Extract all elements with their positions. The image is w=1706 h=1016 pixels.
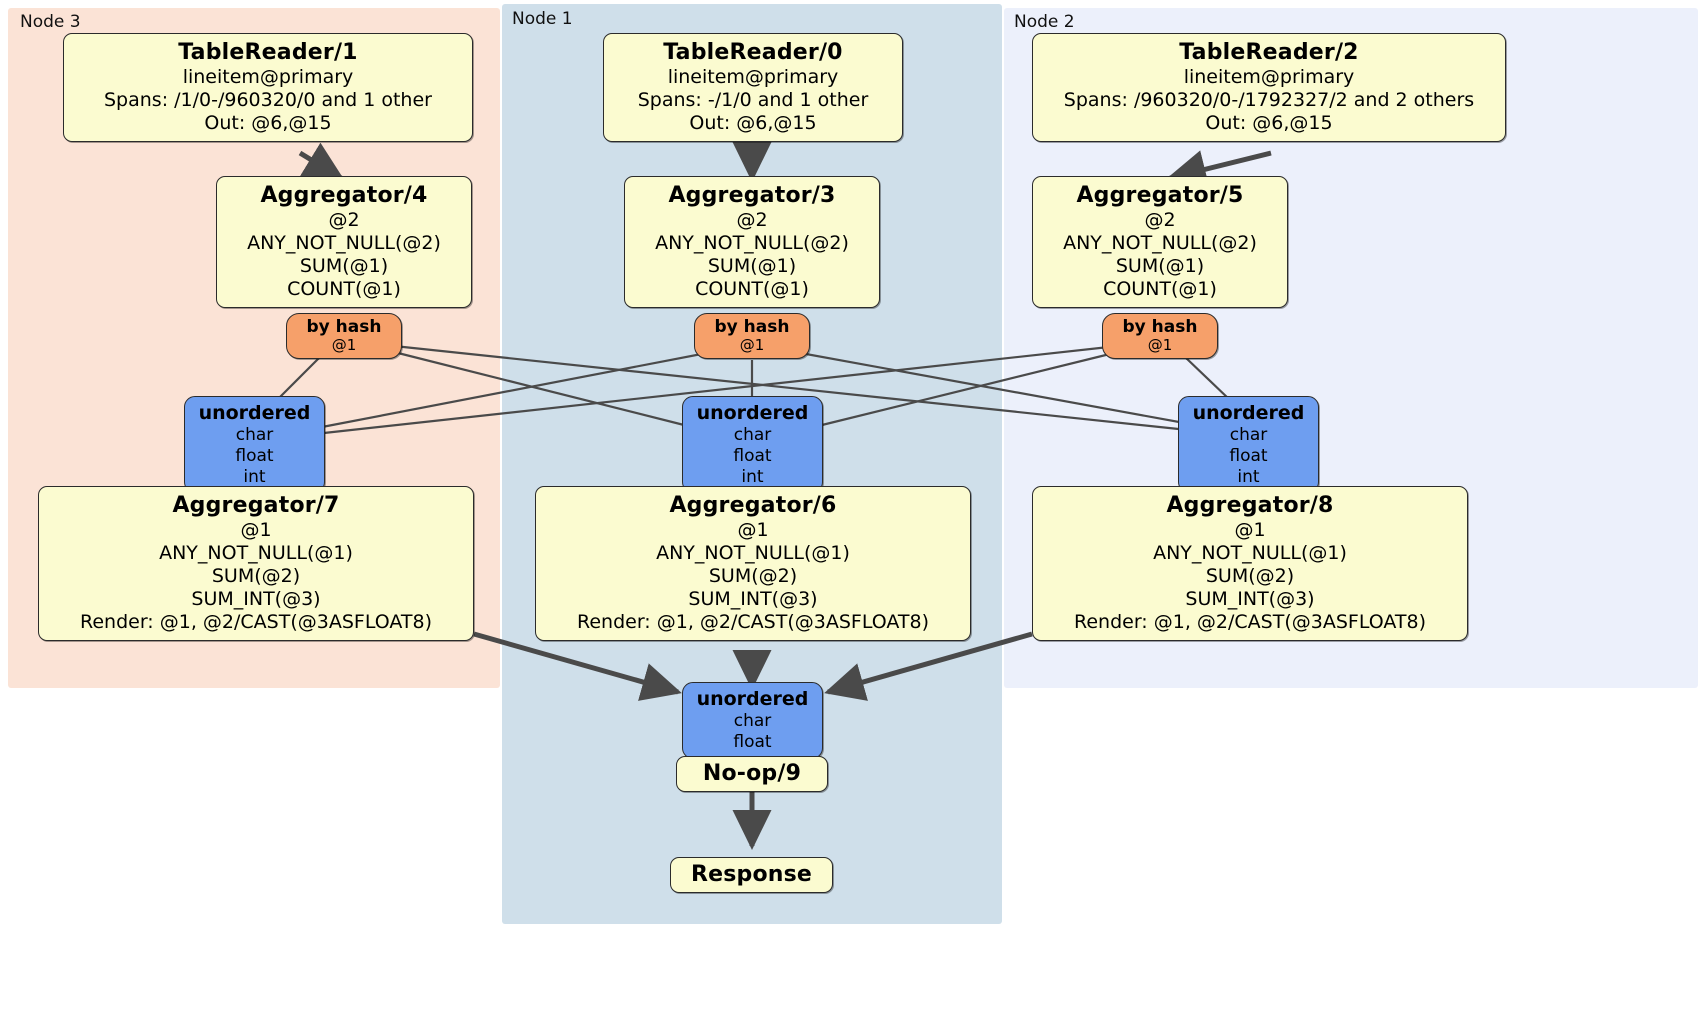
node-line: Spans: /1/0-/960320/0 and 1 other [104,89,432,112]
sync-unordered-mid[interactable]: unordered char float int [682,396,823,494]
sync-title: unordered [696,402,809,424]
node-line: SUM(@1) [1115,255,1205,278]
node-line: SUM_INT(@3) [191,588,321,611]
node-line: SUM(@1) [707,255,797,278]
node-title: Aggregator/6 [669,493,837,518]
node-line: Out: @6,@15 [1205,112,1333,135]
node-line: ANY_NOT_NULL(@2) [655,232,849,255]
node-line: lineitem@primary [182,66,354,89]
sync-line: float [235,445,274,466]
router-title: by hash [714,317,790,337]
node-response[interactable]: Response [670,857,833,894]
node-title: TableReader/0 [663,40,843,65]
node-title: Aggregator/4 [260,183,428,208]
router-title: by hash [306,317,382,337]
node-line: @2 [1144,209,1176,232]
router-title: by hash [1122,317,1198,337]
node-aggregator-8[interactable]: Aggregator/8 @1 ANY_NOT_NULL(@1) SUM(@2)… [1032,486,1468,642]
node-line: @2 [736,209,768,232]
sync-line: int [243,466,266,487]
node-line: SUM(@2) [211,565,301,588]
sync-line: float [733,445,772,466]
node-line: @1 [1234,519,1266,542]
node-line: Spans: -/1/0 and 1 other [637,89,869,112]
node-title: Aggregator/5 [1076,183,1244,208]
node-line: ANY_NOT_NULL(@1) [159,542,353,565]
node-line: ANY_NOT_NULL(@1) [1153,542,1347,565]
node-line: @1 [240,519,272,542]
sync-unordered-final[interactable]: unordered char float [682,682,823,759]
node-line: Out: @6,@15 [204,112,332,135]
router-line: @1 [1147,336,1173,355]
node-title: No-op/9 [702,761,802,786]
node-line: SUM_INT(@3) [688,588,818,611]
node-tablereader-2[interactable]: TableReader/2 lineitem@primary Spans: /9… [1032,33,1506,143]
node-line: ANY_NOT_NULL(@2) [1063,232,1257,255]
node-line: Render: @1, @2/CAST(@3ASFLOAT8) [80,611,432,634]
node-line: @1 [737,519,769,542]
node-line: Out: @6,@15 [689,112,817,135]
node-title: Aggregator/8 [1166,493,1334,518]
node-line: SUM(@2) [708,565,798,588]
sync-title: unordered [198,402,311,424]
sync-line: float [733,731,772,752]
node-line: SUM_INT(@3) [1185,588,1315,611]
node-line: Spans: /960320/0-/1792327/2 and 2 others [1063,89,1475,112]
router-by-hash-left[interactable]: by hash @1 [286,313,402,359]
node-line: Render: @1, @2/CAST(@3ASFLOAT8) [1074,611,1426,634]
panel-label-node-3: Node 3 [20,12,81,32]
node-line: COUNT(@1) [287,278,401,301]
node-line: ANY_NOT_NULL(@1) [656,542,850,565]
router-line: @1 [739,336,765,355]
panel-label-node-1: Node 1 [512,9,573,29]
sync-line: int [1237,466,1260,487]
router-line: @1 [331,336,357,355]
node-line: lineitem@primary [1183,66,1355,89]
node-line: COUNT(@1) [1103,278,1217,301]
router-by-hash-right[interactable]: by hash @1 [1102,313,1218,359]
node-title: TableReader/1 [178,40,358,65]
node-line: COUNT(@1) [695,278,809,301]
node-title: Response [690,862,813,887]
node-aggregator-6[interactable]: Aggregator/6 @1 ANY_NOT_NULL(@1) SUM(@2)… [535,486,971,642]
panel-label-node-2: Node 2 [1014,12,1075,32]
node-aggregator-5[interactable]: Aggregator/5 @2 ANY_NOT_NULL(@2) SUM(@1)… [1032,176,1288,309]
node-line: @2 [328,209,360,232]
node-line: SUM(@2) [1205,565,1295,588]
sync-line: int [741,466,764,487]
node-title: Aggregator/3 [668,183,836,208]
node-aggregator-3[interactable]: Aggregator/3 @2 ANY_NOT_NULL(@2) SUM(@1)… [624,176,880,309]
node-line: ANY_NOT_NULL(@2) [247,232,441,255]
sync-title: unordered [696,688,809,710]
sync-line: char [733,711,772,732]
sync-unordered-left[interactable]: unordered char float int [184,396,325,494]
node-tablereader-1[interactable]: TableReader/1 lineitem@primary Spans: /1… [63,33,473,143]
node-aggregator-4[interactable]: Aggregator/4 @2 ANY_NOT_NULL(@2) SUM(@1)… [216,176,472,309]
router-by-hash-mid[interactable]: by hash @1 [694,313,810,359]
sync-line: char [235,425,274,446]
node-line: SUM(@1) [299,255,389,278]
node-title: TableReader/2 [1179,40,1359,65]
sync-line: char [733,425,772,446]
sync-unordered-right[interactable]: unordered char float int [1178,396,1319,494]
node-line: Render: @1, @2/CAST(@3ASFLOAT8) [577,611,929,634]
node-noop-9[interactable]: No-op/9 [676,756,828,793]
node-title: Aggregator/7 [172,493,340,518]
sync-title: unordered [1192,402,1305,424]
node-line: lineitem@primary [667,66,839,89]
node-tablereader-0[interactable]: TableReader/0 lineitem@primary Spans: -/… [603,33,903,143]
sync-line: float [1229,445,1268,466]
sync-line: char [1229,425,1268,446]
node-aggregator-7[interactable]: Aggregator/7 @1 ANY_NOT_NULL(@1) SUM(@2)… [38,486,474,642]
